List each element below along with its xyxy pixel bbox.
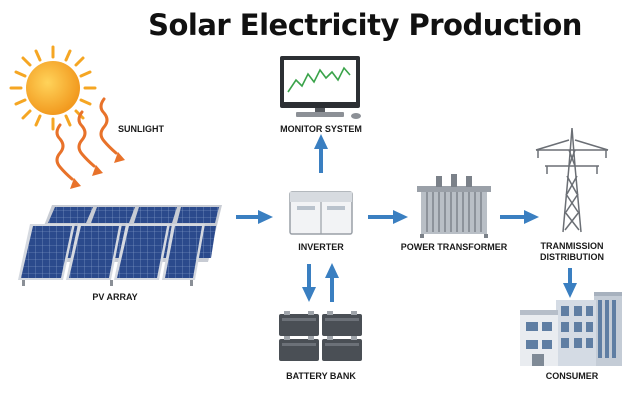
arrow-battery-to-inverter: [325, 263, 339, 302]
arrow-pv-to-inverter: [236, 210, 273, 224]
monitor-system-label: MONITOR SYSTEM: [280, 124, 362, 134]
sunlight-ray-icon: [55, 97, 118, 181]
consumer-label: CONSUMER: [545, 371, 599, 381]
power-transformer-label: POWER TRANSFORMER: [400, 242, 508, 252]
page-title: Solar Electricity Production: [148, 8, 582, 42]
arrow-inverter-to-monitor: [314, 134, 328, 173]
sunlight-label: SUNLIGHT: [118, 124, 164, 134]
sun-icon: [9, 45, 97, 131]
monitor-icon: [280, 56, 361, 119]
arrow-inverter-to-transformer: [368, 210, 408, 224]
inverter-label: INVERTER: [298, 242, 344, 252]
building-icon: [520, 292, 622, 366]
distribution-label: DISTRIBUTION: [540, 252, 604, 262]
pv-array-label: PV ARRAY: [92, 292, 138, 302]
solar-panel-icon: [18, 205, 222, 286]
transmission-label: TRANMISSION: [540, 241, 604, 251]
arrow-transmission-to-consumer: [563, 268, 577, 298]
transformer-icon: [417, 174, 491, 238]
arrow-inverter-to-battery: [302, 264, 316, 302]
arrow-transformer-to-transmission: [500, 210, 539, 224]
battery-icon: [279, 311, 362, 361]
sunlight-arrowhead-icon: [70, 152, 125, 189]
battery-bank-label: BATTERY BANK: [286, 371, 356, 381]
transmission-tower-icon: [535, 127, 609, 233]
inverter-icon: [289, 191, 353, 235]
